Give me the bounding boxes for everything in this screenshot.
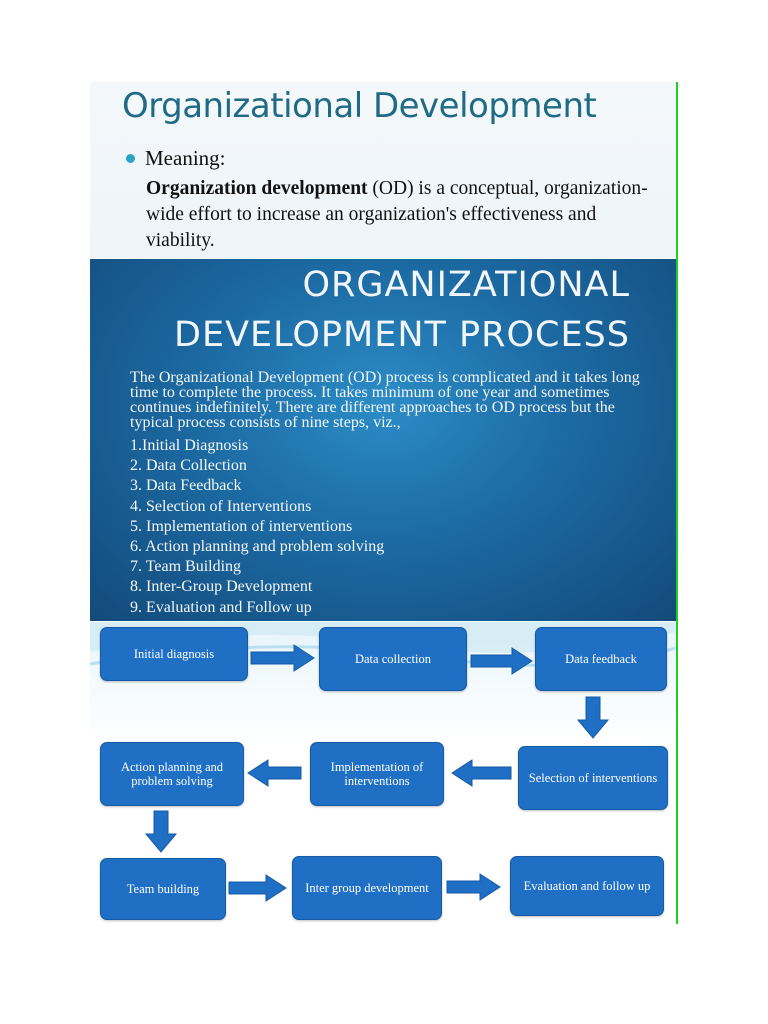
list-item: 5. Implementation of interventions [130, 517, 353, 535]
node-action-planning: Action planning and problem solving [100, 742, 244, 806]
node-evaluation-follow-up: Evaluation and follow up [510, 856, 664, 916]
definition-text: Organization development (OD) is a conce… [146, 176, 666, 254]
definition-body: (OD) is a conceptual, organization-wide … [146, 178, 648, 251]
process-paragraph: The Organizational Development (OD) proc… [130, 369, 640, 431]
slide-flowchart: Initial diagnosis Data collection Data f… [90, 622, 676, 924]
list-item: 2. Data Collection [130, 457, 247, 475]
node-implementation: Implementation of interventions [310, 742, 444, 806]
node-selection-of-interventions: Selection of interventions [518, 746, 668, 810]
arrow-right-icon [446, 873, 501, 901]
arrow-left-icon [451, 759, 512, 787]
process-steps-list: 1.Initial Diagnosis 2. Data Collection 3… [130, 436, 384, 618]
list-item: 8. Inter-Group Development [130, 578, 313, 596]
definition-term: Organization development [146, 178, 368, 199]
arrow-right-icon [250, 644, 315, 672]
list-item: 4. Selection of Interventions [130, 497, 312, 515]
document-page: Organizational Development Meaning: Orga… [90, 82, 678, 924]
bullet-meaning: Meaning: [126, 146, 225, 171]
slide-od-meaning: Organizational Development Meaning: Orga… [90, 82, 676, 258]
list-item: 9. Evaluation and Follow up [130, 598, 312, 616]
slide-od-process: ORGANIZATIONAL DEVELOPMENT PROCESS The O… [90, 259, 676, 621]
list-item: 6. Action planning and problem solving [130, 538, 385, 556]
arrow-right-icon [228, 874, 287, 902]
page-edge-line [676, 82, 678, 924]
slide-title: Organizational Development [122, 86, 597, 126]
list-item: 7. Team Building [130, 558, 242, 576]
node-team-building: Team building [100, 858, 226, 920]
arrow-down-icon [577, 696, 609, 739]
list-item: 1.Initial Diagnosis [130, 437, 249, 454]
node-initial-diagnosis: Initial diagnosis [100, 627, 248, 681]
node-data-collection: Data collection [319, 627, 467, 691]
process-title-line2: DEVELOPMENT PROCESS [174, 315, 630, 355]
bullet-dot-icon [126, 153, 135, 163]
node-inter-group-development: Inter group development [292, 856, 442, 920]
process-title-line1: ORGANIZATIONAL [302, 265, 630, 305]
arrow-left-icon [247, 759, 302, 787]
arrow-down-icon [145, 810, 177, 853]
bullet-label: Meaning: [145, 146, 226, 170]
list-item: 3. Data Feedback [130, 477, 242, 495]
node-data-feedback: Data feedback [535, 627, 667, 691]
arrow-right-icon [470, 647, 533, 675]
